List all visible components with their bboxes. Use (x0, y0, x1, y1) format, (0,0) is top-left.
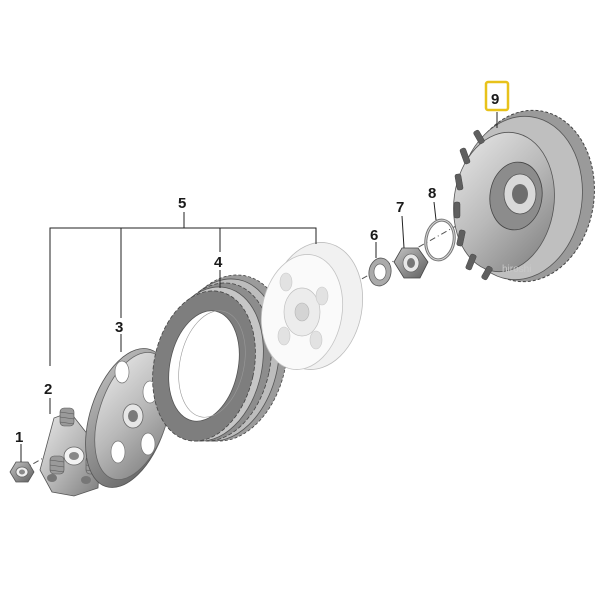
callout-5: 5 (178, 195, 186, 212)
callout-1: 1 (15, 429, 23, 446)
spring-top (59, 407, 75, 427)
spring-left (49, 455, 65, 475)
leader-7 (401, 215, 405, 249)
part-pressure-plate (85, 348, 172, 488)
part-hex-nut (393, 247, 429, 279)
callout-2: 2 (44, 381, 52, 398)
callout-3: 3 (115, 319, 123, 336)
part-washer (368, 257, 392, 287)
leader-lines (20, 112, 498, 462)
callout-6: 6 (370, 227, 378, 244)
leader-5-bracket (49, 212, 317, 366)
part-clutch-housing (453, 109, 595, 283)
watermark-text: hiroshi (502, 264, 531, 275)
part-nut (9, 461, 35, 483)
callout-8: 8 (428, 185, 436, 202)
part-clutch-hub (260, 242, 364, 370)
callout-9: 9 (491, 91, 499, 108)
callout-4: 4 (214, 254, 223, 271)
callout-9-highlight (484, 80, 510, 112)
housing-slots (453, 129, 493, 281)
part-circlip-ring (424, 218, 456, 262)
leader-8 (433, 201, 437, 221)
callout-7: 7 (396, 199, 404, 216)
part-clutch-disc-pack (152, 274, 288, 442)
